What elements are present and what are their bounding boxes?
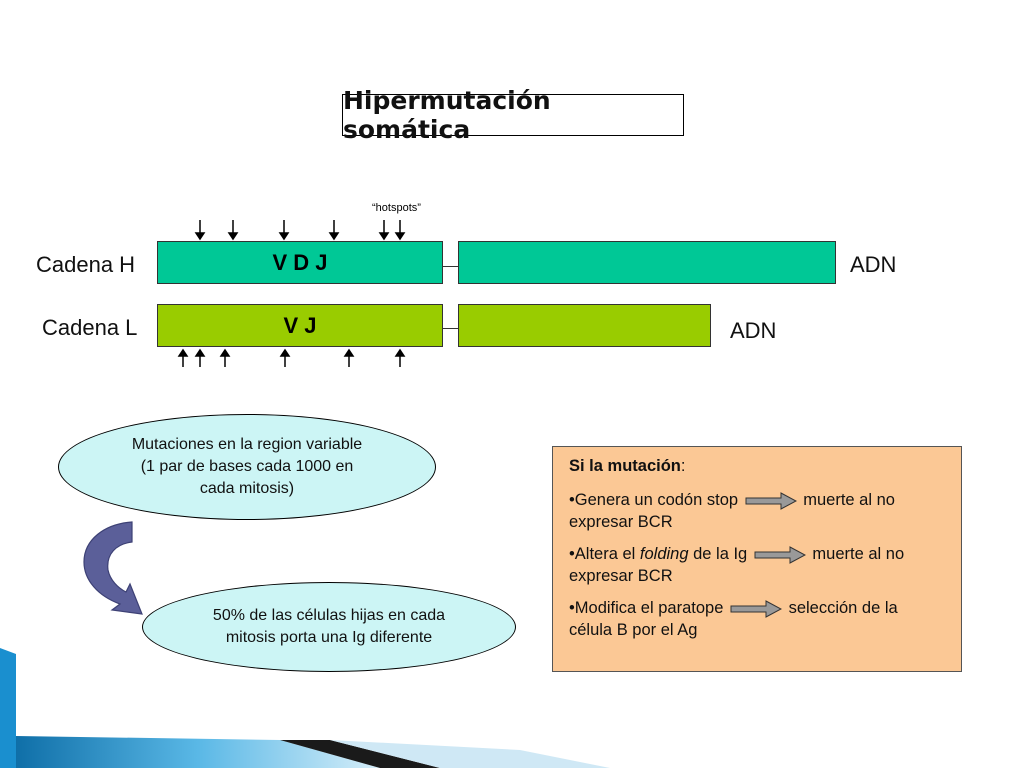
item2-result: muerte al no bbox=[812, 545, 905, 563]
grey-arrow-icon bbox=[730, 599, 782, 618]
heavy-chain-dna-label: ADN bbox=[850, 252, 897, 277]
item2-prefix: •Altera el bbox=[569, 545, 640, 563]
info-heading-colon: : bbox=[680, 457, 686, 475]
light-chain-linker bbox=[443, 328, 458, 329]
curved-arrow-icon bbox=[83, 521, 143, 615]
slide-title: Hipermutación somática bbox=[342, 86, 684, 144]
info-item-stop-codon: •Genera un codón stop muerte al no expre… bbox=[569, 489, 951, 533]
info-heading: Si la mutación: bbox=[569, 455, 951, 477]
vdj-label: V D J bbox=[272, 249, 328, 275]
item2-prefix-end: de la Ig bbox=[688, 545, 748, 563]
item2-italic: folding bbox=[639, 545, 689, 563]
mutation-arrows-heavy bbox=[194, 220, 406, 241]
item3-prefix: •Modifica el paratope bbox=[569, 599, 724, 617]
light-chain-dna-label: ADN bbox=[730, 318, 777, 343]
item1-rest: expresar BCR bbox=[569, 513, 673, 531]
info-heading-bold: Si la mutación bbox=[569, 457, 681, 475]
grey-arrow-icon bbox=[754, 545, 806, 564]
mutation-rate-ellipse: Mutaciones en la region variable (1 par … bbox=[58, 414, 436, 520]
ellipse-bottom-line1: 50% de las células hijas en cada bbox=[212, 607, 446, 624]
heavy-chain-vdj-segment: V D J bbox=[157, 241, 443, 284]
vj-label: V J bbox=[283, 312, 317, 338]
ellipse-top-line1: Mutaciones en la region variable bbox=[131, 436, 363, 453]
ellipse-bottom-line2: mitosis porta una Ig diferente bbox=[225, 629, 433, 646]
daughter-cells-ellipse: 50% de las células hijas en cada mitosis… bbox=[142, 582, 516, 672]
chain-l-label: Cadena L bbox=[42, 315, 138, 340]
info-item-paratope: •Modifica el paratope selección de la cé… bbox=[569, 597, 951, 641]
heavy-chain-linker bbox=[443, 266, 458, 267]
hotspots-label: “hotspots” bbox=[372, 202, 421, 214]
ellipse-top-line2: (1 par de bases cada 1000 en bbox=[140, 458, 354, 475]
item3-result: selección de la bbox=[788, 599, 898, 617]
grey-arrow-icon bbox=[745, 491, 797, 510]
mutation-outcomes-box: Si la mutación: •Genera un codón stop mu… bbox=[552, 446, 962, 672]
item1-result: muerte al no bbox=[803, 491, 895, 509]
item3-rest: célula B por el Ag bbox=[569, 621, 698, 639]
item2-rest: expresar BCR bbox=[569, 567, 673, 585]
chain-h-label: Cadena H bbox=[36, 252, 136, 277]
slide-corner-decoration bbox=[0, 648, 610, 768]
heavy-chain-constant-segment bbox=[458, 241, 836, 284]
light-chain-vj-segment: V J bbox=[157, 304, 443, 347]
mutation-arrows-light bbox=[177, 348, 406, 367]
light-chain-constant-segment bbox=[458, 304, 711, 347]
ellipse-top-line3: cada mitosis) bbox=[199, 480, 295, 497]
item1-prefix: •Genera un codón stop bbox=[569, 491, 739, 509]
info-item-folding: •Altera el folding de la Ig muerte al no… bbox=[569, 543, 951, 587]
